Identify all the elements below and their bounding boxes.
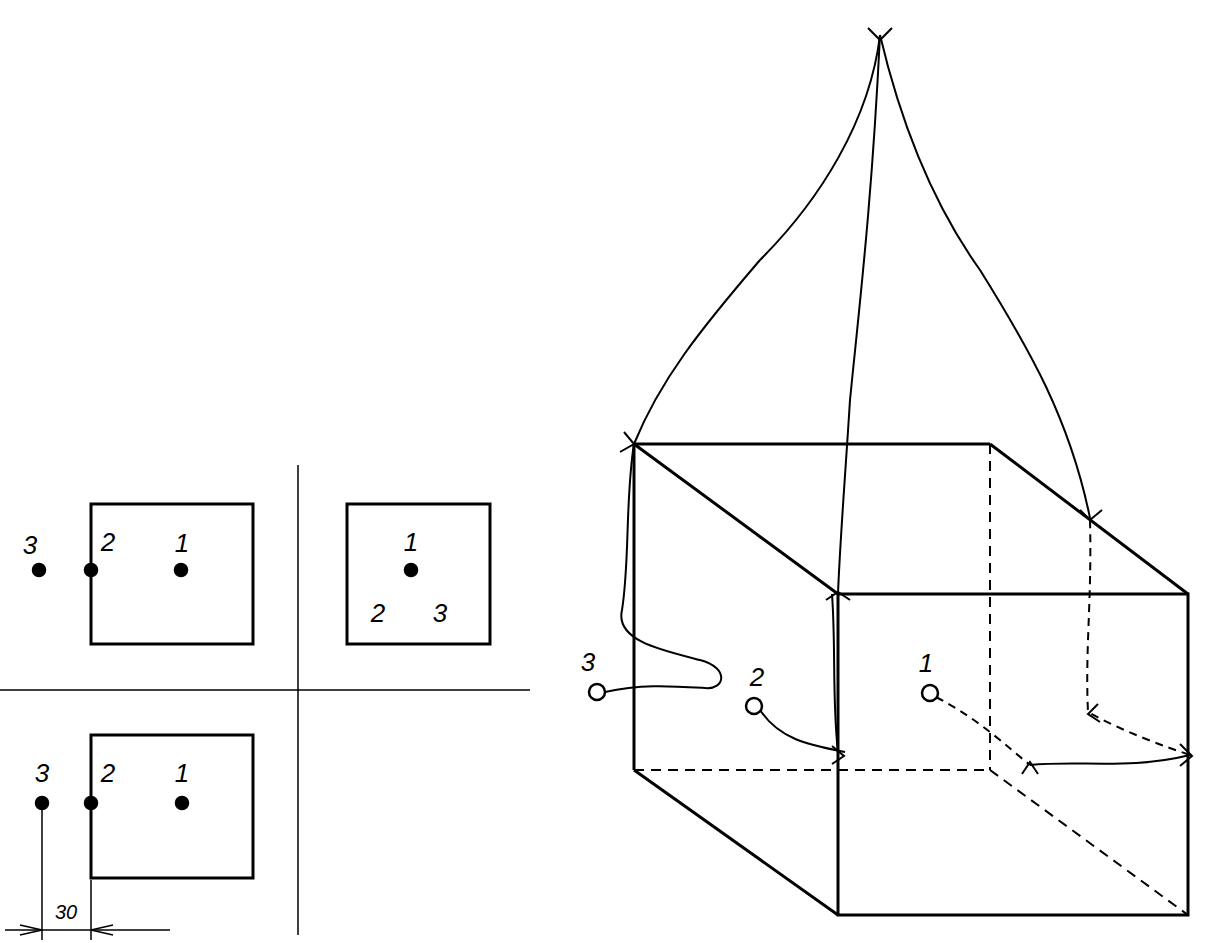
view-square	[347, 504, 490, 644]
dimension-value: 30	[53, 902, 79, 922]
point-dot	[36, 797, 48, 809]
point-dot	[175, 564, 187, 576]
path-line	[605, 28, 1192, 774]
point-circle	[589, 684, 605, 700]
extension-line	[41, 809, 43, 940]
point-number: 3	[581, 649, 595, 675]
point-number: 1	[404, 529, 418, 555]
cube	[634, 444, 1188, 915]
extension-line	[90, 880, 92, 940]
point-number: 3	[23, 532, 37, 558]
axis-line	[297, 465, 299, 935]
axis-line	[0, 689, 530, 691]
point-number: 2	[101, 529, 115, 555]
point-number: 3	[433, 600, 447, 626]
point-dot	[405, 564, 417, 576]
point-circle	[746, 698, 762, 714]
point-number: 1	[919, 650, 933, 676]
point-number: 3	[35, 760, 49, 786]
point-dot	[85, 564, 97, 576]
point-number: 2	[101, 760, 115, 786]
point-number: 1	[175, 760, 189, 786]
point-dot	[33, 564, 45, 576]
point-number: 2	[750, 664, 764, 690]
dimension-arrow	[20, 925, 42, 935]
view-square	[91, 504, 253, 644]
dimension-arrow	[91, 925, 113, 935]
point-number: 2	[371, 600, 385, 626]
point-number: 1	[175, 530, 189, 556]
point-dot	[176, 797, 188, 809]
hidden-edge	[634, 444, 1188, 915]
view-square	[91, 735, 253, 878]
point-dot	[85, 797, 97, 809]
point-circle	[922, 685, 938, 701]
dimension-line	[5, 929, 170, 931]
